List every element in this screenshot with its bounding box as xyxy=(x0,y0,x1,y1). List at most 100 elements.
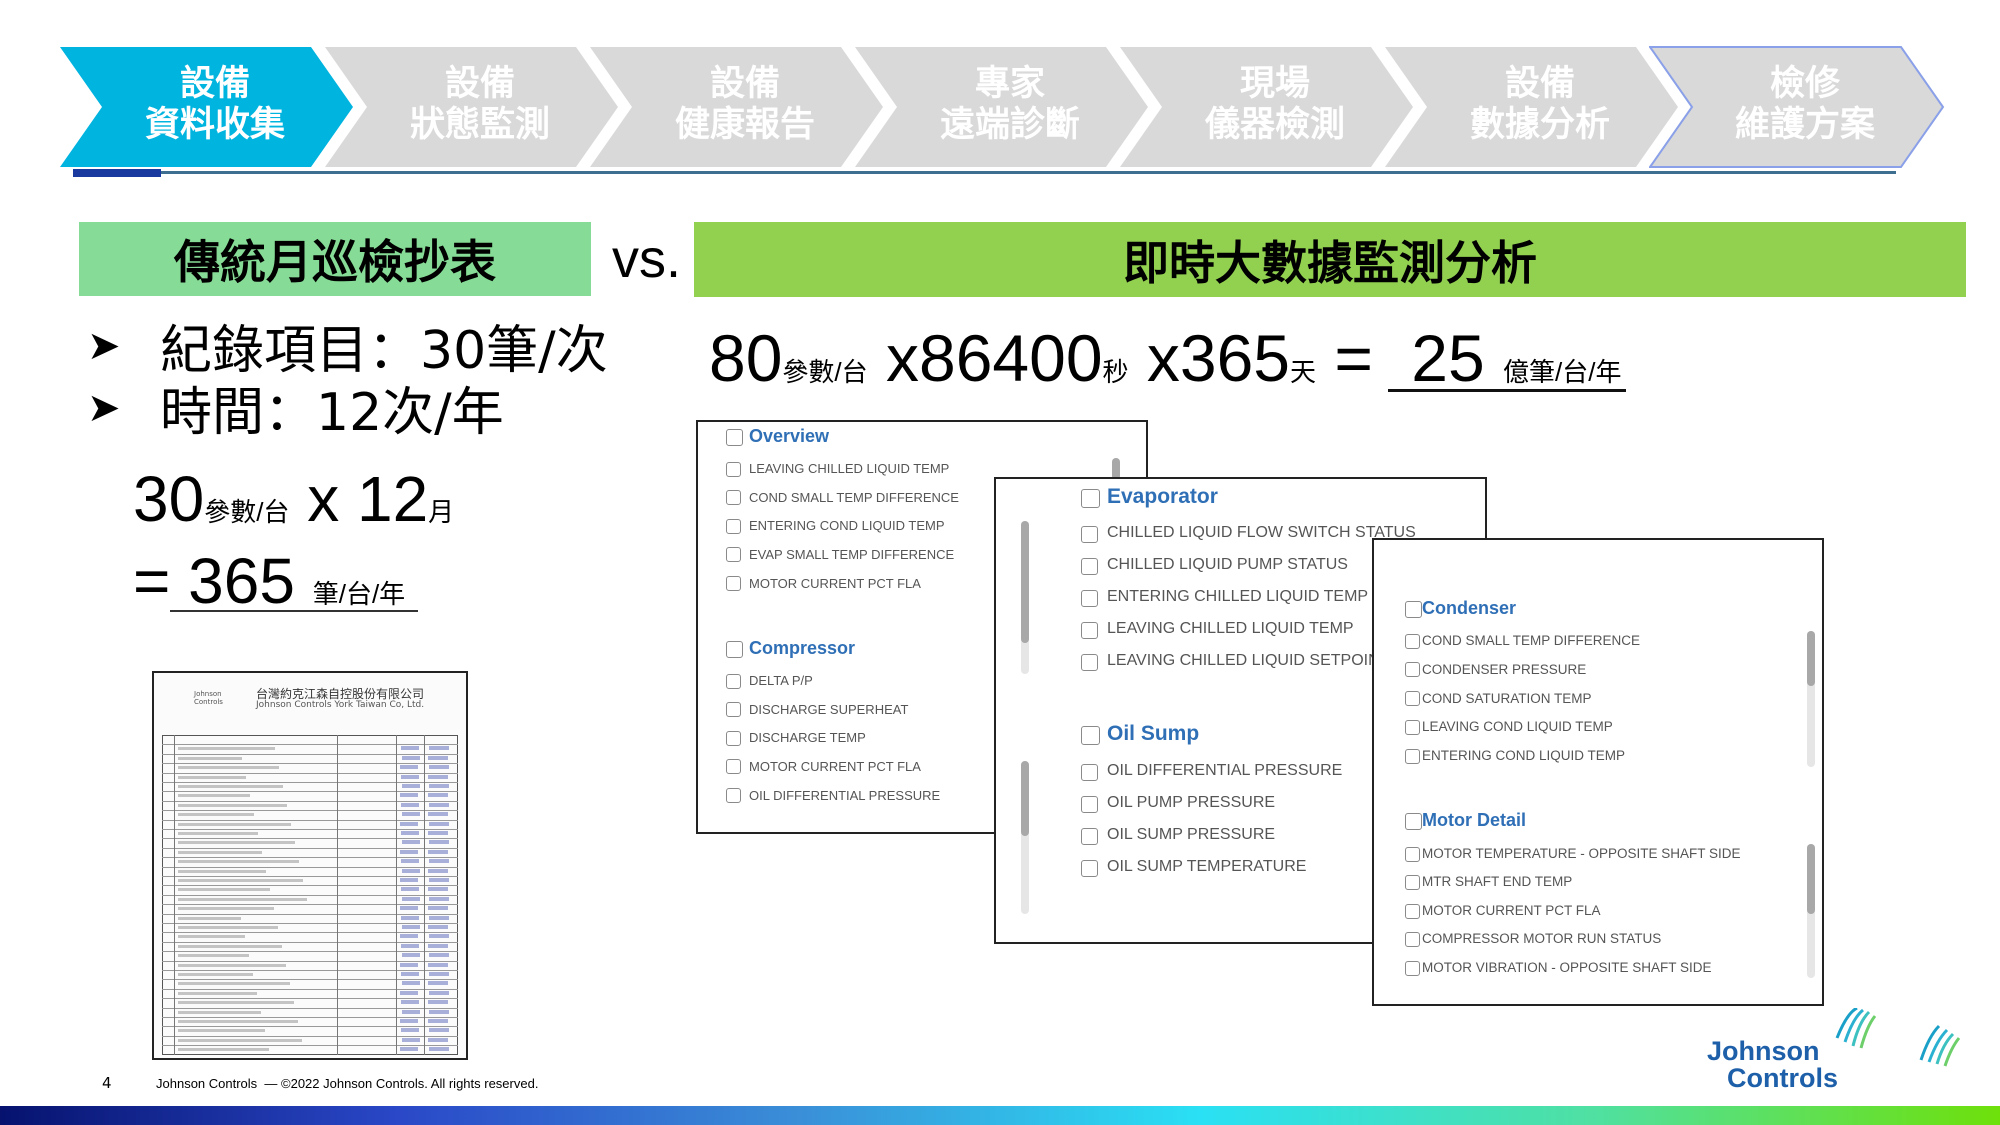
scrollbar[interactable] xyxy=(1807,631,1815,767)
item-checkbox[interactable] xyxy=(1405,846,1420,862)
scrollbar-thumb[interactable] xyxy=(1021,521,1029,643)
form-handwriting xyxy=(401,831,419,835)
form-handwriting xyxy=(401,859,419,864)
item-checkbox[interactable] xyxy=(726,490,741,506)
item-checkbox[interactable] xyxy=(1405,633,1420,649)
item-checkbox[interactable] xyxy=(1081,859,1098,877)
form-text-smudge xyxy=(178,794,250,798)
group-checkbox[interactable] xyxy=(1405,600,1422,618)
parameter-label: MOTOR CURRENT PCT FLA xyxy=(749,759,921,774)
item-checkbox[interactable] xyxy=(726,673,741,689)
item-checkbox[interactable] xyxy=(1405,748,1420,764)
form-col-line xyxy=(337,735,338,1055)
process-step-5[interactable]: 現場儀器檢測 xyxy=(1119,46,1415,168)
form-text-smudge xyxy=(178,888,270,892)
form-handwriting xyxy=(428,755,448,760)
calc-unit: 筆/台/年 xyxy=(312,579,406,609)
group-heading: Condenser xyxy=(1422,597,1517,618)
item-checkbox[interactable] xyxy=(1081,827,1098,845)
item-checkbox[interactable] xyxy=(1405,719,1420,735)
form-row-line xyxy=(162,1035,458,1037)
scrollbar[interactable] xyxy=(1807,844,1815,978)
item-checkbox[interactable] xyxy=(1405,691,1420,707)
item-checkbox[interactable] xyxy=(1405,903,1420,919)
form-handwriting xyxy=(429,840,449,845)
group-checkbox[interactable] xyxy=(1405,812,1422,830)
item-checkbox[interactable] xyxy=(1081,589,1098,607)
scrollbar[interactable] xyxy=(1021,521,1029,674)
form-text-smudge xyxy=(178,907,274,911)
process-step-4[interactable]: 專家遠端診斷 xyxy=(854,46,1150,168)
group-checkbox[interactable] xyxy=(1081,488,1100,508)
scrollbar-thumb[interactable] xyxy=(1807,631,1815,686)
item-checkbox[interactable] xyxy=(1081,795,1098,813)
form-handwriting xyxy=(400,990,418,995)
formula-value: 86400 xyxy=(919,321,1103,395)
item-checkbox[interactable] xyxy=(1081,525,1098,543)
parameter-label: OIL DIFFERENTIAL PRESSURE xyxy=(1107,762,1343,780)
traditional-calc-line1: 30參數/台 x 12月 xyxy=(133,462,454,536)
calc-operator: = xyxy=(133,545,171,617)
step-line2: 健康報告 xyxy=(674,105,815,145)
form-handwriting xyxy=(429,746,449,751)
scrollbar[interactable] xyxy=(1021,761,1029,914)
process-step-6[interactable]: 設備數據分析 xyxy=(1384,46,1680,168)
item-checkbox[interactable] xyxy=(1405,875,1420,890)
bottom-gradient-bar xyxy=(0,1106,2000,1125)
item-checkbox[interactable] xyxy=(726,787,741,803)
step-line2: 遠端診斷 xyxy=(939,105,1080,145)
group-checkbox[interactable] xyxy=(1081,725,1100,745)
form-handwriting xyxy=(400,849,418,854)
scrollbar[interactable] xyxy=(1112,458,1120,480)
process-step-3[interactable]: 設備健康報告 xyxy=(589,46,885,168)
step-line2: 數據分析 xyxy=(1469,105,1610,145)
process-step-7[interactable]: 檢修維護方案 xyxy=(1649,46,1945,168)
form-text-smudge xyxy=(178,803,287,807)
form-handwriting xyxy=(428,1019,448,1023)
process-step-1[interactable]: 設備資料收集 xyxy=(59,46,355,168)
scrollbar-thumb[interactable] xyxy=(1021,761,1029,836)
item-checkbox[interactable] xyxy=(726,730,741,746)
form-company-en: Johnson Controls York Taiwan Co, Ltd. xyxy=(256,700,425,710)
form-handwriting xyxy=(400,765,418,770)
item-checkbox[interactable] xyxy=(726,759,741,775)
group-checkbox[interactable] xyxy=(726,428,743,446)
form-text-smudge xyxy=(178,1020,298,1023)
item-checkbox[interactable] xyxy=(1081,557,1098,575)
form-text-smudge xyxy=(178,944,282,948)
parameter-label: DISCHARGE SUPERHEAT xyxy=(749,701,909,717)
form-row-line xyxy=(162,810,458,812)
bullet-items: ➤ 紀錄項目：30筆/次 xyxy=(87,308,608,383)
item-checkbox[interactable] xyxy=(726,461,741,477)
scrollbar-thumb[interactable] xyxy=(1112,458,1120,480)
group-checkbox[interactable] xyxy=(726,640,743,658)
vs-label: vs. xyxy=(612,229,682,289)
item-checkbox[interactable] xyxy=(1405,662,1420,678)
step-line2: 儀器檢測 xyxy=(1204,105,1345,145)
page-number: 4 xyxy=(102,1074,112,1092)
form-handwriting xyxy=(402,812,420,817)
form-handwriting xyxy=(402,896,420,901)
item-checkbox[interactable] xyxy=(726,547,741,563)
scrollbar-thumb[interactable] xyxy=(1807,844,1815,914)
item-checkbox[interactable] xyxy=(1405,960,1420,976)
form-handwriting xyxy=(429,765,449,770)
item-checkbox[interactable] xyxy=(1405,932,1420,947)
item-checkbox[interactable] xyxy=(726,575,741,591)
item-checkbox[interactable] xyxy=(726,518,741,534)
step-line1: 設備 xyxy=(709,64,780,104)
form-handwriting xyxy=(429,878,449,882)
arrow-bullet-icon: ➤ xyxy=(87,322,121,369)
item-checkbox[interactable] xyxy=(1081,653,1098,671)
parameter-label: ENTERING COND LIQUID TEMP xyxy=(749,518,945,534)
form-text-smudge xyxy=(178,860,299,864)
item-checkbox[interactable] xyxy=(1081,763,1098,781)
process-step-2[interactable]: 設備狀態監測 xyxy=(324,46,620,168)
form-row-line xyxy=(162,894,458,896)
item-checkbox[interactable] xyxy=(726,702,741,718)
form-handwriting xyxy=(428,962,448,967)
realtime-title: 即時大數據監測分析 xyxy=(694,222,1966,297)
form-handwriting xyxy=(400,906,418,911)
item-checkbox[interactable] xyxy=(1081,621,1098,639)
